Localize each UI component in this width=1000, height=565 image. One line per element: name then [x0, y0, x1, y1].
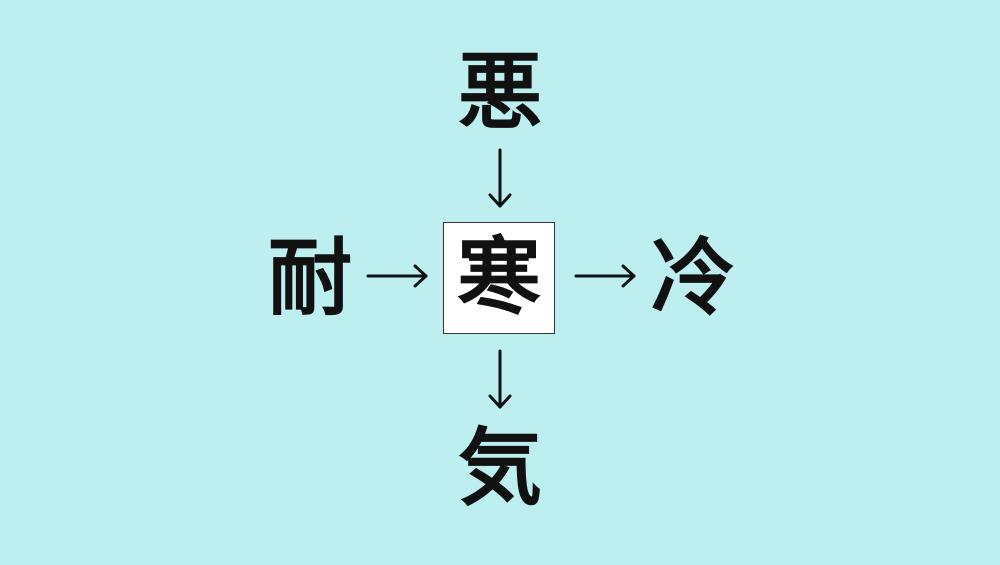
kanji-top: 悪: [457, 43, 542, 141]
answer-box: 寒: [443, 222, 555, 334]
kanji-left: 耐: [267, 229, 352, 327]
arrow-right-left-icon: [366, 263, 430, 289]
arrow-down-top-icon: [487, 148, 513, 210]
kanji-center: 寒: [456, 228, 541, 326]
kanji-right: 冷: [650, 229, 735, 327]
arrow-down-bottom-icon: [487, 349, 513, 411]
arrow-right-right-icon: [574, 263, 638, 289]
kanji-bottom: 気: [457, 419, 542, 517]
